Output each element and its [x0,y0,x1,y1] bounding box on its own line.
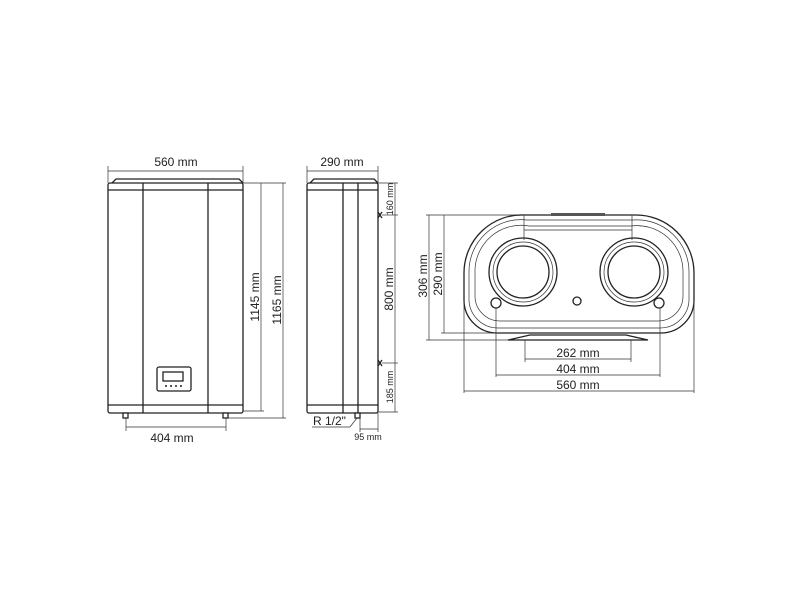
side-top-cap [309,178,379,184]
front-width-label: 560 mm [154,155,197,169]
front-body-height-label: 1145 mm [248,272,262,321]
left-pipe-fitting [488,237,558,307]
top-strip [551,213,605,216]
front-top-cap [111,178,244,184]
control-panel [156,366,192,392]
top-to-bracket-label: 160 mm [385,183,395,216]
bracket-to-bottom-label: 185 mm [385,371,395,404]
side-view: 290 mm 160 mm 800 mm 185 mm R 1/2" 95 mm [306,155,398,442]
side-depth-label: 290 mm [320,155,363,169]
top-bracket-width-label: 262 mm [556,346,599,360]
pipe-offset-label: 95 mm [354,432,382,442]
top-body-depth-label: 290 mm [431,252,445,295]
upper-bracket [377,211,383,219]
top-total-depth-label: 306 mm [416,254,430,297]
front-total-height-label: 1165 mm [270,275,284,324]
top-outline [463,214,695,334]
top-pipe-spacing-label: 404 mm [556,362,599,376]
bracket-spacing-label: 800 mm [382,267,396,310]
thread-label: R 1/2" [313,414,346,428]
mounting-bracket [507,334,649,341]
front-feet-spacing-label: 404 mm [150,431,193,445]
right-pipe-hole [653,297,665,309]
left-pipe-hole [490,297,502,309]
inlet-pipe [122,412,129,419]
center-hole [572,296,582,306]
side-pipe [354,412,361,419]
front-body [107,182,244,414]
right-pipe-fitting [599,237,669,307]
top-view: 262 mm 404 mm 560 mm 306 mm 290 mm [416,213,695,393]
outlet-pipe [222,412,229,419]
lower-bracket [377,359,383,367]
top-width-label: 560 mm [556,378,599,392]
front-view: 560 mm 404 mm 1145 mm 1165 mm [107,155,286,445]
